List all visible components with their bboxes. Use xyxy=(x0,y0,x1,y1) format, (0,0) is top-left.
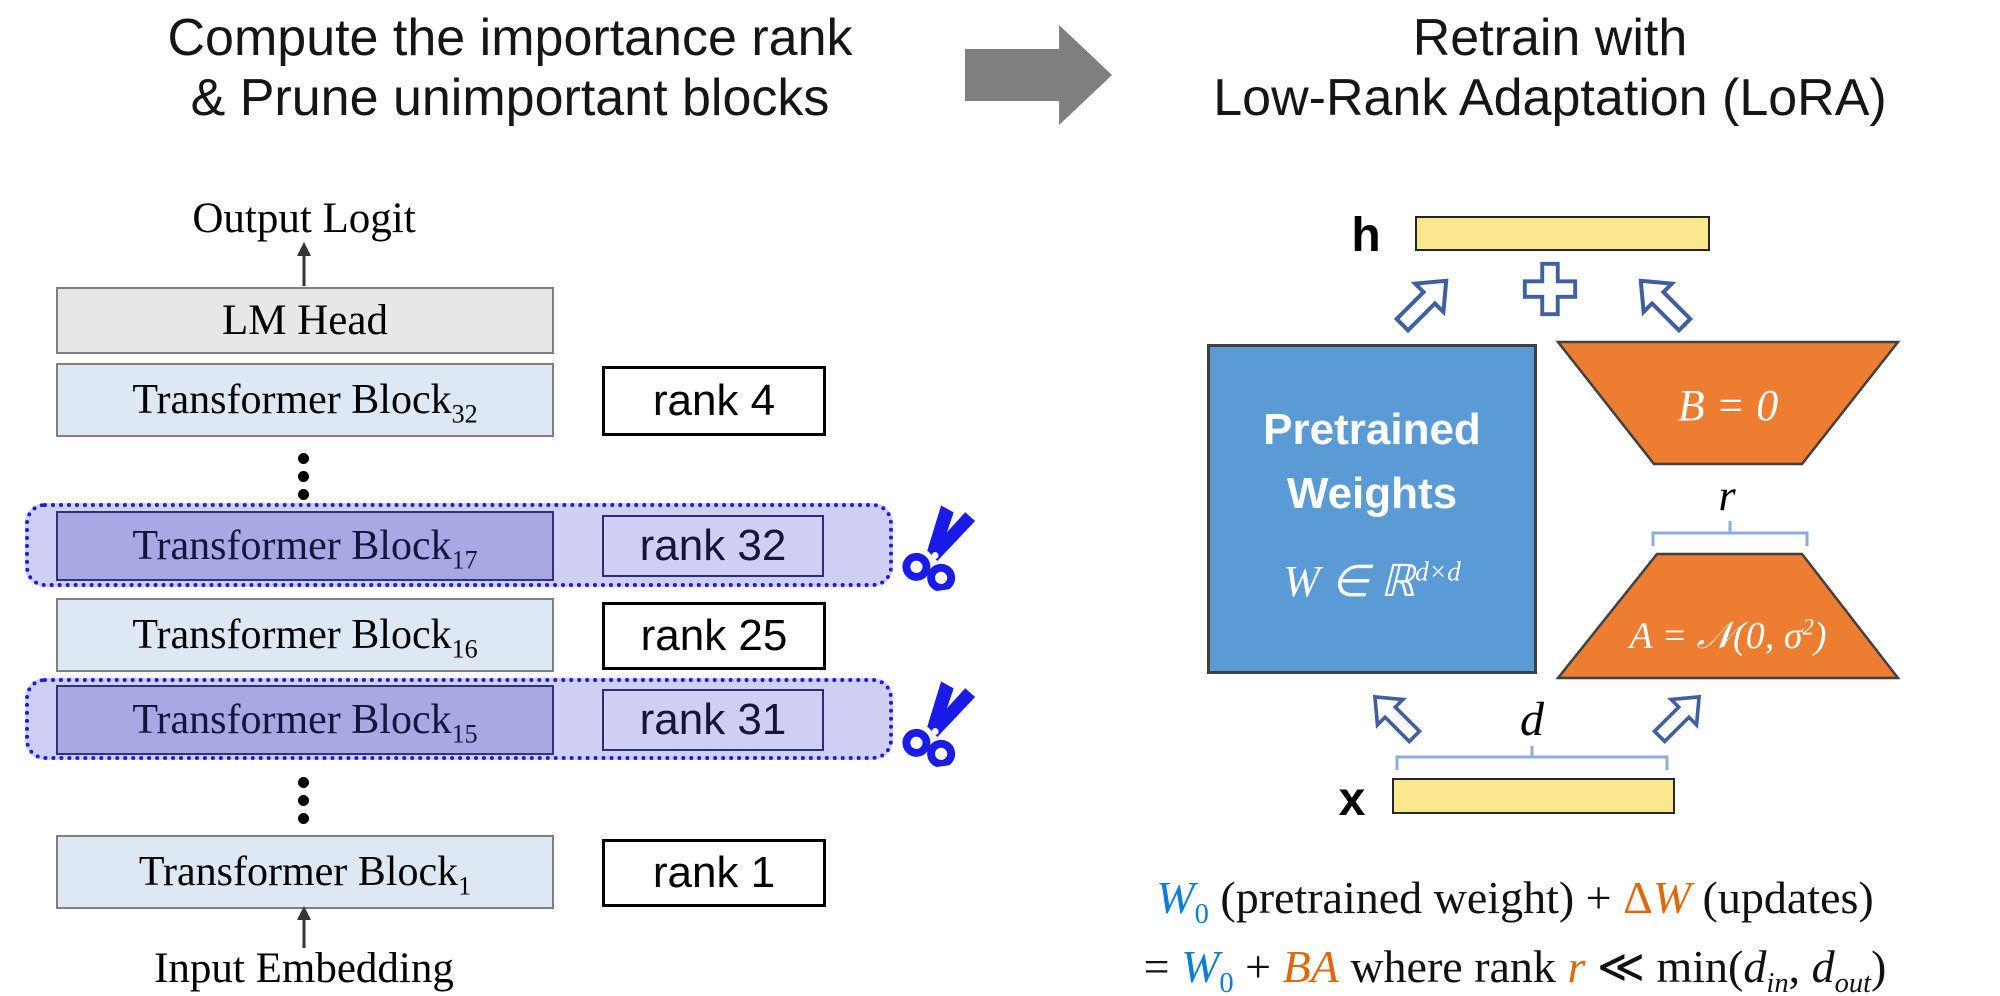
right-block-arrow-icon xyxy=(965,25,1112,125)
weight-matrix-formula: W ∈ ℝd×d xyxy=(1207,556,1537,607)
b-trapezoid-label: B = 0 xyxy=(1677,381,1779,430)
ba-orange: BA xyxy=(1282,941,1339,993)
pretrained-weights-label: Pretrained Weights xyxy=(1207,398,1537,526)
rank-badge-block15: rank 31 xyxy=(602,689,824,751)
block-label: Transformer Block xyxy=(132,697,452,743)
left-title-line1: Compute the importance rank xyxy=(167,9,853,67)
block-index: 32 xyxy=(451,399,478,429)
lm-head-box: LM Head xyxy=(56,287,554,354)
a-args: (0, σ xyxy=(1733,615,1803,657)
pretrained-weights-box xyxy=(1207,344,1537,674)
block-arrow-up-left-icon xyxy=(1638,278,1694,334)
much-less-min: ≪ min( xyxy=(1585,941,1744,993)
dimension-superscript: d×d xyxy=(1415,556,1461,587)
trapezoid-b xyxy=(1555,340,1901,466)
d-label: d xyxy=(1520,693,1544,746)
a-trapezoid-label: A = 𝒩(0, σ2) xyxy=(1552,614,1904,658)
plus-icon xyxy=(1522,261,1578,317)
out-subscript: out xyxy=(1834,968,1872,996)
pretrained-weight-text: (pretrained weight) + xyxy=(1208,872,1624,923)
transformer-block-32: Transformer Block32 xyxy=(56,363,554,437)
right-panel-title: Retrain with Low-Rank Adaptation (LoRA) xyxy=(1100,8,2000,128)
r-label: r xyxy=(1718,471,1736,520)
in-subscript: in xyxy=(1766,968,1789,996)
right-title-line2: Low-Rank Adaptation (LoRA) xyxy=(1213,69,1887,127)
block-arrow-up-right-icon xyxy=(1393,278,1449,334)
where-rank-text: where rank xyxy=(1338,941,1568,993)
block-arrow-up-left-icon xyxy=(1372,694,1423,745)
d-out: d xyxy=(1811,941,1835,993)
equation-line-2: = W0 + BA where rank r ≪ min(din, dout) xyxy=(1035,941,1995,996)
lora-equation: W0 (pretrained weight) + ΔW (updates) = … xyxy=(1035,872,1995,996)
up-arrow-icon xyxy=(297,242,311,286)
pretrained-line2: Weights xyxy=(1286,469,1458,518)
transformer-block-1: Transformer Block1 xyxy=(56,835,554,909)
sigma-squared: 2 xyxy=(1802,614,1814,640)
block-label: Transformer Block xyxy=(132,377,452,423)
r-brace-icon xyxy=(1651,521,1809,546)
a-equals: A = xyxy=(1629,615,1697,657)
h-vector-bar xyxy=(1415,216,1710,251)
rank-badge-block16: rank 25 xyxy=(602,602,826,670)
w-in-R: W ∈ ℝ xyxy=(1283,557,1416,606)
block-index: 16 xyxy=(451,634,478,664)
scissors-icon xyxy=(902,505,976,592)
d-in: d xyxy=(1743,941,1767,993)
updates-text: (updates) xyxy=(1691,872,1874,923)
block-label: Transformer Block xyxy=(138,849,459,895)
rank-badge-block1: rank 1 xyxy=(602,839,826,907)
plus-sign: + xyxy=(1233,941,1283,993)
left-panel-title: Compute the importance rank & Prune unim… xyxy=(60,8,960,128)
output-logit-label: Output Logit xyxy=(192,195,416,242)
h-label: h xyxy=(1351,209,1381,262)
a-close: ) xyxy=(1813,615,1827,657)
trapezoid-a xyxy=(1555,552,1901,680)
x-label: x xyxy=(1338,773,1366,826)
script-n: 𝒩 xyxy=(1696,615,1734,657)
transformer-block-15: Transformer Block15 xyxy=(56,685,554,755)
rank-badge-block32: rank 4 xyxy=(602,366,826,436)
block-arrow-up-right-icon xyxy=(1651,694,1702,745)
delta-symbol: Δ xyxy=(1623,872,1653,923)
w0-subscript: 0 xyxy=(1219,968,1234,996)
block-index: 15 xyxy=(451,719,478,749)
d-brace-icon xyxy=(1395,746,1669,770)
right-title-line1: Retrain with xyxy=(1412,9,1688,67)
w0-subscript: 0 xyxy=(1194,899,1209,931)
block-label: Transformer Block xyxy=(132,523,452,569)
rank-badge-block17: rank 32 xyxy=(602,515,824,577)
x-vector-bar xyxy=(1392,778,1675,814)
left-title-line2: & Prune unimportant blocks xyxy=(190,69,830,127)
comma: , xyxy=(1788,941,1812,993)
vertical-ellipsis-icon xyxy=(288,770,318,831)
pretrained-line1: Pretrained xyxy=(1263,405,1481,454)
close-paren: ) xyxy=(1871,941,1887,993)
up-arrow-icon xyxy=(297,906,311,948)
equation-line-1: W0 (pretrained weight) + ΔW (updates) xyxy=(1035,872,1995,941)
transformer-block-17: Transformer Block17 xyxy=(56,511,554,581)
w0-blue: W xyxy=(1181,941,1220,993)
vertical-ellipsis-icon xyxy=(288,446,318,507)
input-embedding-label: Input Embedding xyxy=(154,945,454,992)
scissors-icon xyxy=(902,681,976,768)
rank-r-orange: r xyxy=(1567,941,1586,993)
block-index: 1 xyxy=(458,871,472,901)
w0-blue: W xyxy=(1156,872,1195,923)
delta-w: W xyxy=(1652,872,1692,923)
equals-sign: = xyxy=(1143,941,1182,993)
transformer-block-16: Transformer Block16 xyxy=(56,598,554,672)
block-label: Transformer Block xyxy=(132,612,452,658)
block-index: 17 xyxy=(451,545,478,575)
